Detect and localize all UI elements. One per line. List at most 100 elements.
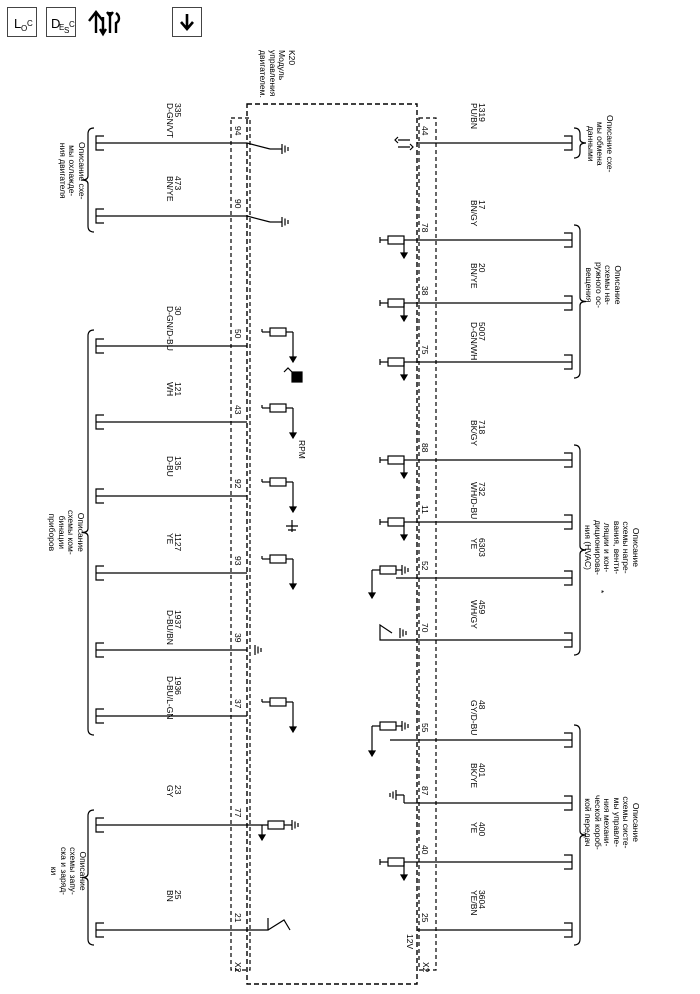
pullup-resistor [379,721,397,731]
pin-number: 50 [233,329,243,339]
wire-color: YE/BN [469,890,479,916]
wire-color: D-GN/WH [469,322,479,361]
pin-number: 39 [233,633,243,643]
pullup-resistor [387,857,405,867]
pullup-resistor [269,327,287,337]
wire-color: D-BU/L-GN [165,676,175,720]
wire-color: D-GN/VT [165,103,175,138]
pullup-resistor [269,554,287,564]
pin-number: 55 [420,723,430,733]
pullup-resistor [269,697,287,707]
wire-color: BK/YE [469,763,479,789]
desc-main-letter: D [51,16,61,31]
rpm-label: RPM [297,440,307,459]
arrow-down-button[interactable] [172,7,202,37]
wire-color: BN/YE [165,176,175,202]
loc-main-letter: L [14,16,22,31]
loc-button[interactable]: L O C [7,7,37,37]
fuel-gauge-icon [283,367,293,373]
wire-color: BN/GY [469,200,479,227]
pin-number: 70 [420,623,430,633]
module-name-line: управления [268,50,278,97]
wire-color: WH/D-BU [469,482,479,520]
signal-arrow [399,874,409,882]
wire-color: PU/BN [469,103,479,129]
pin-number: 75 [420,345,430,355]
wire-color: GY [165,785,175,798]
desc-sub-letter: S [64,26,70,35]
pullup-resistor [387,455,405,465]
signal-arrow [257,834,267,842]
wire-color: D-BU/BN [165,610,175,645]
signal-arrow [288,726,298,734]
pullup-resistor [269,403,287,413]
signal-arrow [399,315,409,323]
group-brace [81,329,95,736]
wire-color: YE [469,822,479,834]
desc-button[interactable]: D E S C [46,7,76,37]
pin-number: 87 [420,786,430,796]
service-tools-icon[interactable] [86,7,122,37]
connector-label: X2 [421,962,431,973]
pin-number: 90 [233,199,243,209]
wire-color: D-BU [165,456,175,477]
pin-number: 38 [420,286,430,296]
fuel-gauge-icon [291,371,303,383]
pin-number: 94 [233,126,243,136]
connector-x2-left [230,117,251,971]
starter-switch [247,918,291,931]
pullup-resistor [379,565,397,575]
pin-number: 52 [420,561,430,571]
internal-switch [379,623,417,641]
group-brace [573,444,587,656]
signal-arrow [288,583,298,591]
pin-number: 93 [233,556,243,566]
internal-switch [246,142,271,150]
module-label: K20 Модуль управления двигателем. [258,50,298,98]
group-brace [573,127,587,159]
loc-sub-letter: C [27,19,33,28]
group-brace [81,127,95,233]
internal-switch [246,215,271,223]
pin-number: 88 [420,443,430,453]
pin-number: 44 [420,126,430,136]
wire-color: BN [165,890,175,902]
wire-color: D-GN/D-BU [165,306,175,351]
coolant-temp-icon [286,520,298,532]
pullup-resistor [387,517,405,527]
wire-color: BK/GY [469,420,479,446]
signal-arrow [399,252,409,260]
data-arrows [394,136,399,144]
group-brace [573,224,587,379]
hvac-note-mark: * [596,590,606,594]
pin-number: 40 [420,845,430,855]
connector-x2-right [418,117,437,971]
pin-number: 43 [233,405,243,415]
group-cooling-label[interactable]: Описание схе-мы охлажде-ния двигателя [58,142,87,200]
data-arrows [409,143,414,151]
group-brace [573,724,587,946]
signal-arrow [399,534,409,542]
pullup-resistor [267,820,285,830]
signal-arrow [367,592,377,600]
module-name-line: двигателем. [258,50,269,98]
wire-color: GY/D-BU [469,700,479,736]
module-name-line: Модуль [277,50,288,81]
ecm-module-outline [246,103,418,985]
pin-number: 11 [420,505,430,514]
pin-number: 78 [420,223,430,233]
pin-number: 77 [233,808,243,818]
signal-arrow [399,374,409,382]
loc-sub-letter: O [21,24,28,33]
signal-arrow [288,432,298,440]
data-arrows [398,139,410,148]
pullup-resistor [387,235,405,245]
desc-sub-letter: C [69,20,75,29]
